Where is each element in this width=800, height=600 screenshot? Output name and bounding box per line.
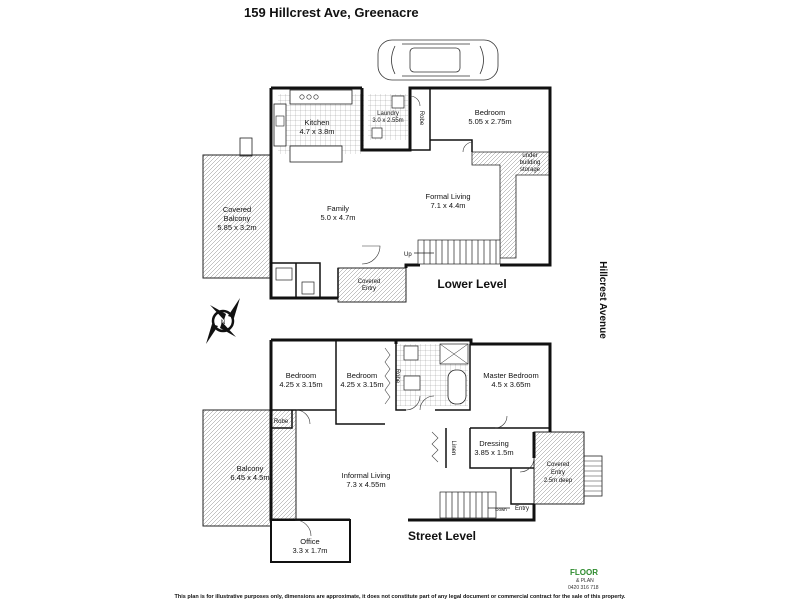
- lower-stair: [414, 239, 501, 265]
- lower-doors: [361, 95, 474, 265]
- street-doors: [295, 395, 535, 473]
- kitchen-sink-icon: [275, 115, 285, 127]
- street-covered-entry-label-1: Covered: [547, 462, 570, 468]
- family-size: 5.0 x 4.7m: [320, 213, 355, 222]
- family-label: Family: [327, 204, 349, 213]
- vanity-icon: [403, 375, 421, 391]
- master-bedroom-label: Master Bedroom: [483, 371, 538, 380]
- stove-icon: [299, 94, 319, 100]
- lower-shower-icon: [275, 267, 293, 281]
- street-balcony: [202, 409, 297, 527]
- dressing-label: Dressing: [479, 439, 509, 448]
- lower-covered-entry-label-1: Covered: [358, 279, 381, 285]
- lower-bedroom-label: Bedroom: [475, 108, 505, 117]
- dressing-size: 3.85 x 1.5m: [474, 448, 513, 457]
- street-covered-entry-area: [533, 431, 585, 505]
- laundry-size: 3.0 x 2.55m: [372, 118, 403, 124]
- lower-covered-entry-area: [337, 267, 407, 303]
- office-label: Office: [300, 537, 319, 546]
- stair-up-label: Up: [404, 252, 412, 258]
- office-size: 3.3 x 1.7m: [292, 546, 327, 555]
- logo-line-1: FLOOR: [570, 568, 598, 577]
- lower-level-label: Lower Level: [437, 277, 506, 291]
- street-robe-a-label: Robe: [394, 369, 400, 384]
- logo-line-2: & PLAN: [576, 578, 594, 584]
- floor-plan-logo: FLOOR & PLAN 0420 316 718: [568, 568, 599, 591]
- storage-label-1: under: [522, 153, 537, 159]
- street-bedroom1-size: 4.25 x 3.15m: [279, 380, 322, 389]
- street-bedroom1-label: Bedroom: [286, 371, 316, 380]
- plan-title: 159 Hillcrest Ave, Greenacre: [244, 5, 419, 20]
- linen-doors: [431, 431, 439, 463]
- car-icon: [377, 39, 499, 81]
- street-bedroom2-label: Bedroom: [347, 371, 377, 380]
- toilet-icon: [403, 345, 419, 361]
- laundry-label: Laundry: [377, 111, 399, 117]
- lower-robe-label: Robe: [418, 111, 424, 126]
- lower-bedroom-size: 5.05 x 2.75m: [468, 117, 511, 126]
- lower-covered-balcony: [202, 154, 272, 279]
- lower-level-walls: [269, 86, 552, 300]
- street-level-inner-walls: [271, 340, 550, 505]
- street-name-label: Hillcrest Avenue: [597, 261, 608, 339]
- robe-doors: [384, 347, 391, 405]
- laundry-tub-icon: [391, 95, 405, 109]
- street-robe-b-label: Robe: [274, 419, 289, 425]
- street-balcony-label: Balcony: [237, 464, 264, 473]
- kitchen-counters: [273, 89, 353, 163]
- logo-phone: 0420 316 718: [568, 585, 599, 591]
- linen-label: Linen: [450, 441, 456, 456]
- disclaimer-text: This plan is for illustrative purposes o…: [175, 594, 626, 600]
- street-covered-entry-size: 2.5m deep: [544, 478, 573, 484]
- street-stair: [439, 491, 510, 519]
- street-level-label: Street Level: [408, 529, 476, 543]
- kitchen-label: Kitchen: [304, 118, 329, 127]
- lower-balcony-label-2: Balcony: [224, 214, 251, 223]
- formal-living-size: 7.1 x 4.4m: [430, 201, 465, 210]
- master-bedroom-size: 4.5 x 3.65m: [491, 380, 530, 389]
- compass-icon: N: [206, 298, 240, 344]
- storage-label-2: building: [520, 160, 541, 166]
- lower-basin-icon: [301, 281, 315, 295]
- entry-label: Entry: [515, 506, 529, 512]
- street-balcony-size: 6.45 x 4.5m: [230, 473, 269, 482]
- lower-balcony-steps: [239, 137, 253, 157]
- office-room: [270, 519, 351, 563]
- lower-balcony-label-1: Covered: [223, 205, 251, 214]
- kitchen-size: 4.7 x 3.8m: [299, 127, 334, 136]
- stair-down-label: Down: [495, 507, 507, 512]
- washer-icon: [371, 127, 383, 139]
- lower-balcony-size: 5.85 x 3.2m: [217, 223, 256, 232]
- bathtub-icon: [447, 369, 467, 405]
- street-bedroom2-size: 4.25 x 3.15m: [340, 380, 383, 389]
- lower-covered-entry-label-2: Entry: [362, 286, 376, 292]
- compass-north-label: N: [221, 320, 225, 326]
- formal-living-label: Formal Living: [425, 192, 470, 201]
- storage-label-3: storage: [520, 167, 541, 173]
- informal-living-label: Informal Living: [342, 471, 391, 480]
- informal-living-size: 7.3 x 4.55m: [346, 480, 385, 489]
- lower-level-inner-walls: [271, 88, 473, 298]
- street-covered-entry-label-2: Entry: [551, 470, 565, 476]
